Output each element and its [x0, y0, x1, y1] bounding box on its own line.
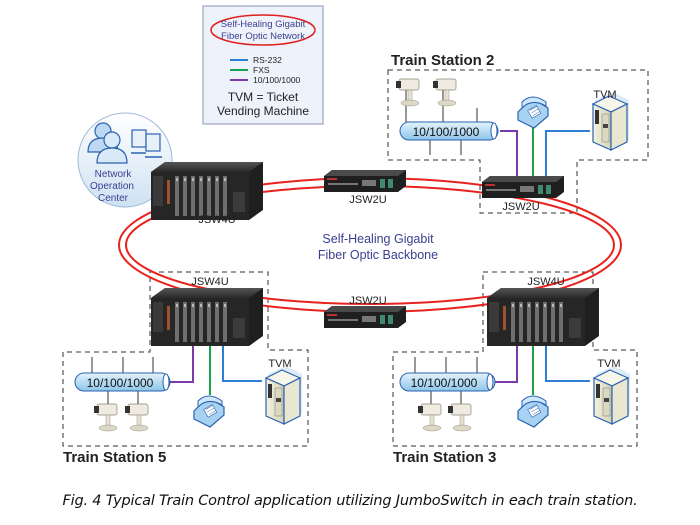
top-switch-label: JSW2U: [349, 194, 386, 206]
legend-title-line2: Fiber Optic Network: [221, 31, 305, 42]
legend-note-line2: Vending Machine: [217, 104, 309, 118]
station3-rs232-cable: [545, 346, 590, 382]
station3-bus-label: 10/100/1000: [411, 376, 478, 390]
station2-phone-icon: [517, 96, 549, 129]
monitors-icon: [131, 129, 162, 158]
top-jsw2u-switch: [324, 170, 406, 192]
noc-label-line2: Operation: [90, 181, 134, 192]
legend-item-fxs: FXS: [253, 65, 270, 75]
station2-bus-label: 10/100/1000: [413, 125, 480, 139]
station2-boundary: [387, 69, 649, 214]
station2-jsw2u-switch: [482, 176, 564, 198]
station5-title: Train Station 5: [63, 449, 166, 466]
legend-item-rs232: RS-232: [253, 55, 282, 65]
noc-label-line3: Center: [98, 193, 129, 204]
station3-tvm-label: TVM: [597, 358, 620, 370]
station-3: Train Station 3 JSW4U 10/100/1000 TVM: [393, 276, 631, 466]
station3-tvm-icon: [593, 365, 631, 425]
station2-ethernet-bus: 10/100/1000: [399, 86, 499, 155]
noc-label-line1: Network: [95, 169, 133, 180]
station2-title: Train Station 2: [391, 52, 494, 69]
station5-rs232-cable: [222, 346, 262, 382]
legend-item-ethernet: 10/100/1000: [253, 75, 301, 85]
bottom-switch-label: JSW2U: [349, 295, 386, 307]
station3-phone-icon: [517, 395, 549, 428]
legend: Self-Healing Gigabit Fiber Optic Network…: [202, 5, 324, 125]
noc-jsw4u-switch: [151, 162, 263, 220]
station5-phone-icon: [193, 395, 225, 428]
station5-tvm-label: TVM: [268, 358, 291, 370]
station3-ethernet-bus: 10/100/1000: [399, 357, 496, 405]
station2-ethernet-cable: [500, 130, 518, 180]
station5-camera-2-icon: [124, 403, 149, 432]
station5-tvm-icon: [265, 365, 303, 425]
bottom-jsw2u-switch: [324, 306, 406, 328]
station5-bus-label: 10/100/1000: [87, 376, 154, 390]
station3-camera-1-icon: [417, 403, 442, 432]
station5-jsw4u-switch: [151, 288, 263, 346]
station3-jsw4u-switch: [487, 288, 599, 346]
legend-title-line1: Self-Healing Gigabit: [221, 19, 306, 30]
station-2: Train Station 2 10/100/1000 TVM JSW2U: [391, 52, 630, 213]
station2-camera-2-icon: [432, 78, 457, 107]
station5-switch-label: JSW4U: [191, 276, 228, 288]
figure-caption: Fig. 4 Typical Train Control application…: [62, 493, 638, 509]
backbone-label-line1: Self-Healing Gigabit: [322, 232, 434, 246]
station5-ethernet-bus: 10/100/1000: [74, 357, 171, 405]
station2-tvm-label: TVM: [593, 89, 616, 101]
station2-rs232-cable: [545, 130, 590, 180]
station3-camera-2-icon: [447, 403, 472, 432]
station2-camera-1-icon: [395, 78, 420, 107]
station5-camera-1-icon: [93, 403, 118, 432]
station3-title: Train Station 3: [393, 449, 496, 466]
station2-switch-label: JSW2U: [502, 201, 539, 213]
users-icon: [87, 122, 128, 164]
station-5: Train Station 5 JSW4U 10/100/1000 TVM: [63, 276, 303, 466]
station3-ethernet-cable: [494, 346, 518, 383]
network-operation-center: Network Operation Center: [77, 112, 173, 208]
backbone-label-line2: Fiber Optic Backbone: [318, 248, 438, 262]
legend-note-line1: TVM = Ticket: [228, 90, 299, 104]
noc-switch-label: JSW4U: [198, 214, 235, 226]
station3-switch-label: JSW4U: [527, 276, 564, 288]
station5-ethernet-cable: [170, 346, 194, 383]
